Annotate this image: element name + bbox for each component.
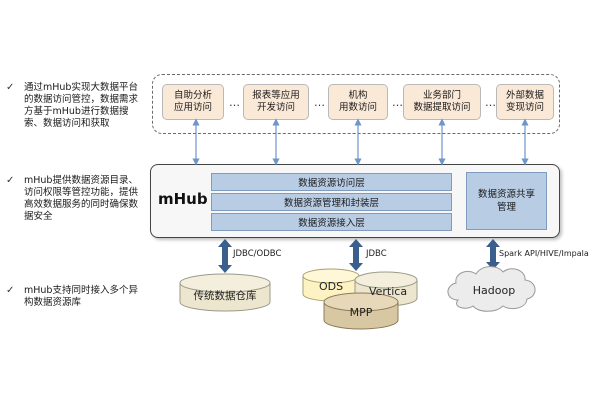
note-text: 通过mHub实现大数据平台的数据访问管控，数据需求方基于mHub进行数据搜索、数…: [24, 82, 139, 129]
warehouse-cylinder: [179, 273, 271, 312]
layer-access: 数据资源访问层: [211, 173, 452, 191]
check-icon: ✓: [6, 82, 15, 93]
app-self-service-analysis: 自助分析 应用访问: [162, 84, 224, 120]
check-icon: ✓: [6, 175, 15, 186]
warehouse-label: 传统数据仓库: [193, 290, 257, 302]
ellipsis: …: [392, 96, 404, 109]
mpp-label: MPP: [349, 306, 373, 319]
ods-link-arrow: [349, 239, 363, 271]
share-management-box: 数据资源共享 管理: [466, 172, 547, 230]
hadoop-label: Hadoop: [472, 284, 516, 297]
hadoop-cloud: [447, 266, 536, 312]
layer-management: 数据资源管理和封装层: [211, 193, 452, 211]
vertica-cylinder: [354, 271, 418, 307]
note-text: mHub支持同时接入多个异构数据资源库: [24, 285, 138, 308]
note-text: mHub提供数据资源目录、访问权限等管控功能，提供高效数据服务的同时确保数据安全: [24, 175, 139, 222]
vertica-label: Vertica: [368, 285, 408, 298]
app-external-monetization: 外部数据 变现访问: [496, 84, 554, 120]
ellipsis: …: [314, 96, 326, 109]
note-heterogeneous-sources: ✓ mHub支持同时接入多个异构数据资源库: [6, 285, 146, 309]
mhub-title: mHub: [158, 190, 208, 208]
ods-label: ODS: [318, 280, 344, 293]
ellipsis: …: [229, 96, 241, 109]
connector-spark-label: Spark API/HIVE/Impala: [499, 249, 589, 258]
connector-jdbc-odbc-label: JDBC/ODBC: [233, 249, 282, 259]
layer-ingest: 数据资源接入层: [211, 213, 452, 231]
app-report-development: 报表等应用 开发访问: [243, 84, 309, 120]
mpp-cylinder: [323, 292, 399, 330]
note-access-control: ✓ 通过mHub实现大数据平台的数据访问管控，数据需求方基于mHub进行数据搜索…: [6, 82, 146, 130]
check-icon: ✓: [6, 285, 15, 296]
ellipsis: …: [485, 96, 497, 109]
app-business-extraction: 业务部门 数据提取访问: [403, 84, 481, 120]
note-catalog-security: ✓ mHub提供数据资源目录、访问权限等管控功能，提供高效数据服务的同时确保数据…: [6, 175, 146, 223]
warehouse-link-arrow: [218, 239, 232, 273]
connector-jdbc-label: JDBC: [366, 249, 387, 259]
hadoop-link-arrow: [486, 239, 500, 270]
